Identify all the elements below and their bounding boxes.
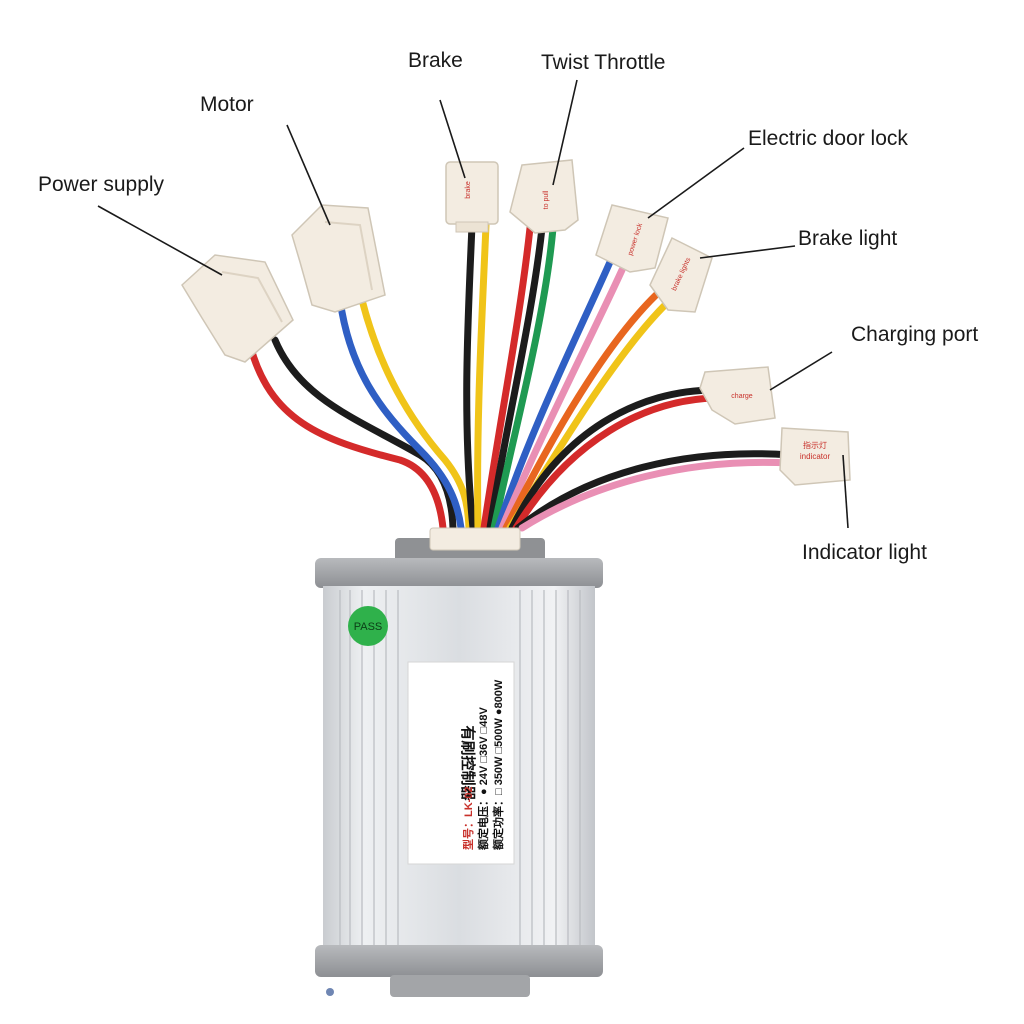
label-electric-door-lock: Electric door lock	[748, 127, 908, 150]
wire-doorlock-pink	[498, 266, 626, 532]
brake-tag: brake	[465, 181, 472, 199]
label-charging-port: Charging port	[851, 323, 979, 346]
wire-charging-black	[508, 386, 719, 532]
label-brake-light: Brake light	[798, 227, 898, 250]
leader-motor	[286, 124, 331, 226]
wire-power-red	[246, 341, 447, 532]
model-line: 型号：LK-02	[461, 786, 475, 850]
indicator-tag: indicator	[800, 452, 831, 461]
wire-charging-red	[512, 394, 719, 532]
leader-indicator-light	[842, 454, 849, 529]
wire-brake-black	[463, 221, 477, 532]
label-brake: Brake	[408, 49, 463, 72]
indicator-cn-tag: 指示灯	[803, 440, 827, 450]
pass-sticker	[348, 606, 388, 646]
connector-twist-throttle: to pull	[509, 159, 579, 234]
wire-motor-yellow	[358, 296, 473, 532]
power-line: 额定功率：□ 350W □500W ●800W	[491, 679, 505, 850]
wire-throttle-black	[486, 224, 546, 532]
wire-throttle-green	[490, 224, 557, 532]
throttle-tag: to pull	[543, 190, 550, 209]
label-twist-throttle: Twist Throttle	[541, 51, 666, 74]
wire-brakelight-orange	[502, 291, 660, 532]
product-label	[407, 661, 515, 865]
label-motor: Motor	[200, 93, 254, 116]
bottom-endcap	[315, 945, 603, 977]
label-power-supply: Power supply	[38, 173, 165, 196]
leader-twist-throttle	[552, 79, 578, 186]
leader-brake	[439, 99, 466, 179]
leader-power-supply	[97, 205, 223, 276]
wire-throttle-red	[480, 224, 534, 532]
product-name: 有刷控制器	[459, 725, 477, 801]
label-indicator-light: Indicator light	[802, 541, 927, 564]
wire-indicator-black	[514, 450, 794, 532]
connector-power-supply	[181, 254, 294, 363]
wire-doorlock-blue	[494, 258, 614, 532]
connector-motor	[291, 204, 386, 313]
wire-bundle	[246, 221, 794, 532]
voltage-line: 额定电压：● 24V □36V □48V	[476, 707, 490, 850]
wire-motor-blue	[336, 296, 465, 532]
connector-brake: brake	[445, 161, 499, 233]
controller-box: PASS 有刷控制器 型号：LK-02 额定电压：● 24V □36V □48V…	[315, 527, 603, 997]
leader-lines	[97, 79, 849, 529]
wire-brake-yellow	[474, 221, 490, 532]
charging-tag: charge	[731, 393, 753, 400]
pass-sticker-text: PASS	[354, 621, 383, 633]
top-endcap	[315, 558, 603, 588]
wire-indicator-pink	[518, 458, 794, 532]
connector-electric-door-lock: power lock	[595, 204, 669, 273]
connector-brake-light: brake lights	[649, 236, 713, 313]
connector-charging-port: charge	[699, 366, 776, 425]
connector-indicator-light: 指示灯 indicator	[779, 427, 851, 486]
wire-power-black	[271, 336, 457, 532]
leader-brake-light	[699, 245, 796, 259]
leader-electric-door-lock	[647, 147, 745, 219]
leader-charging-port	[769, 351, 833, 391]
